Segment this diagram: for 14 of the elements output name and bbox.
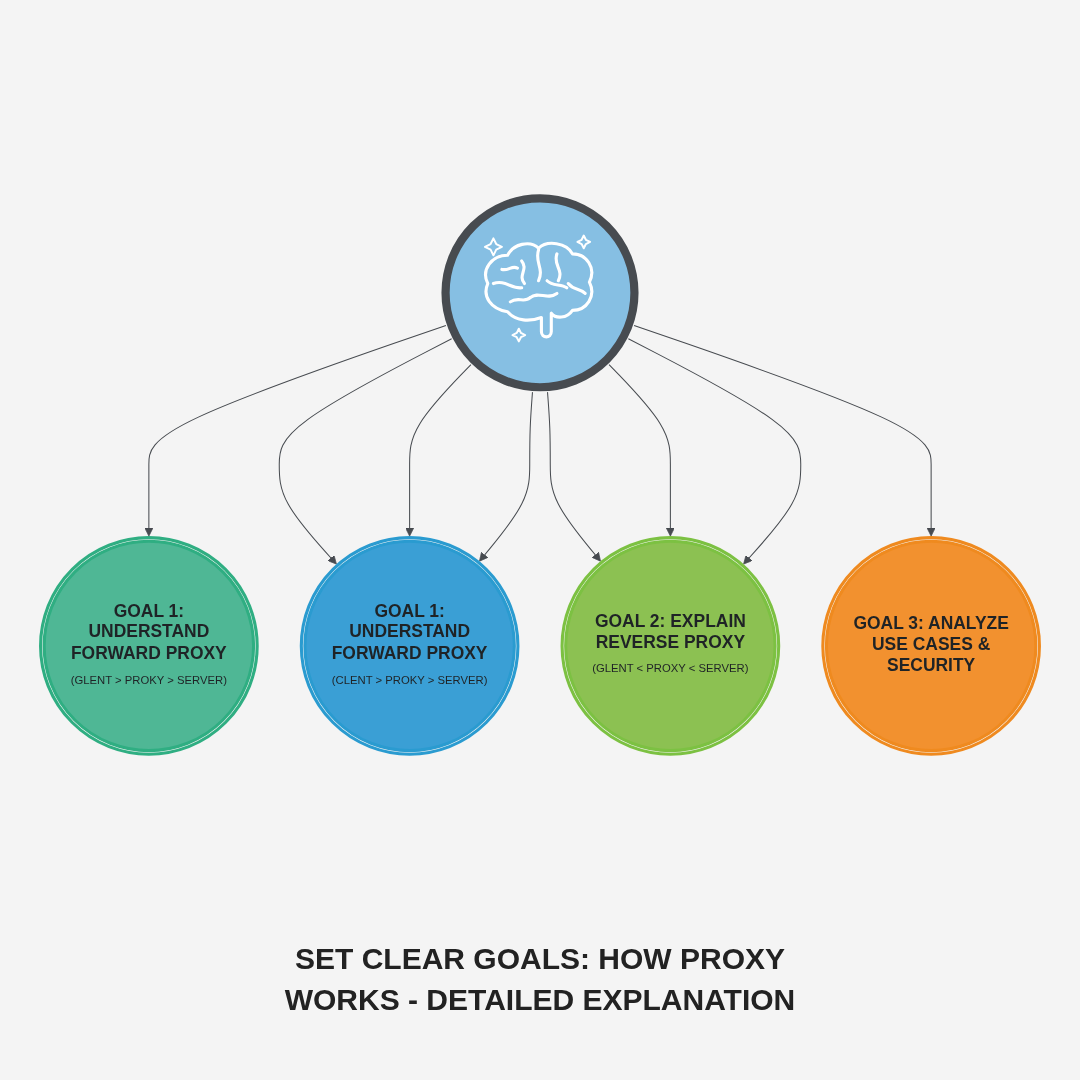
goal-circle: GOAL 1: UNDERSTAND FORWARD PROXY (CLENT > PROKY > SERVER) [299,536,520,756]
arrow [627,338,802,565]
goal-circle: GOAL 3: ANALYZE USE CASES & SECURITY [821,536,1041,756]
arrow [278,338,453,565]
goal-circle: GOAL 1: UNDERSTAND FORWARD PROXY (GLENT > PROKY > SERVER) [39,536,259,756]
arrow [608,364,675,537]
brain-circle [441,194,639,392]
arrow [633,324,936,537]
diagram-title: SET CLEAR GOALS: HOW PROXY WORKS - DETAILED EXPLANATION [283,941,797,1018]
arrow [479,391,533,562]
arrow [547,391,601,562]
goal-circle: GOAL 2: EXPLAIN REVERSE PROXY (GLENT < PROXY < SERVER) [560,536,781,756]
arrow [144,324,447,537]
arrow [405,364,472,537]
